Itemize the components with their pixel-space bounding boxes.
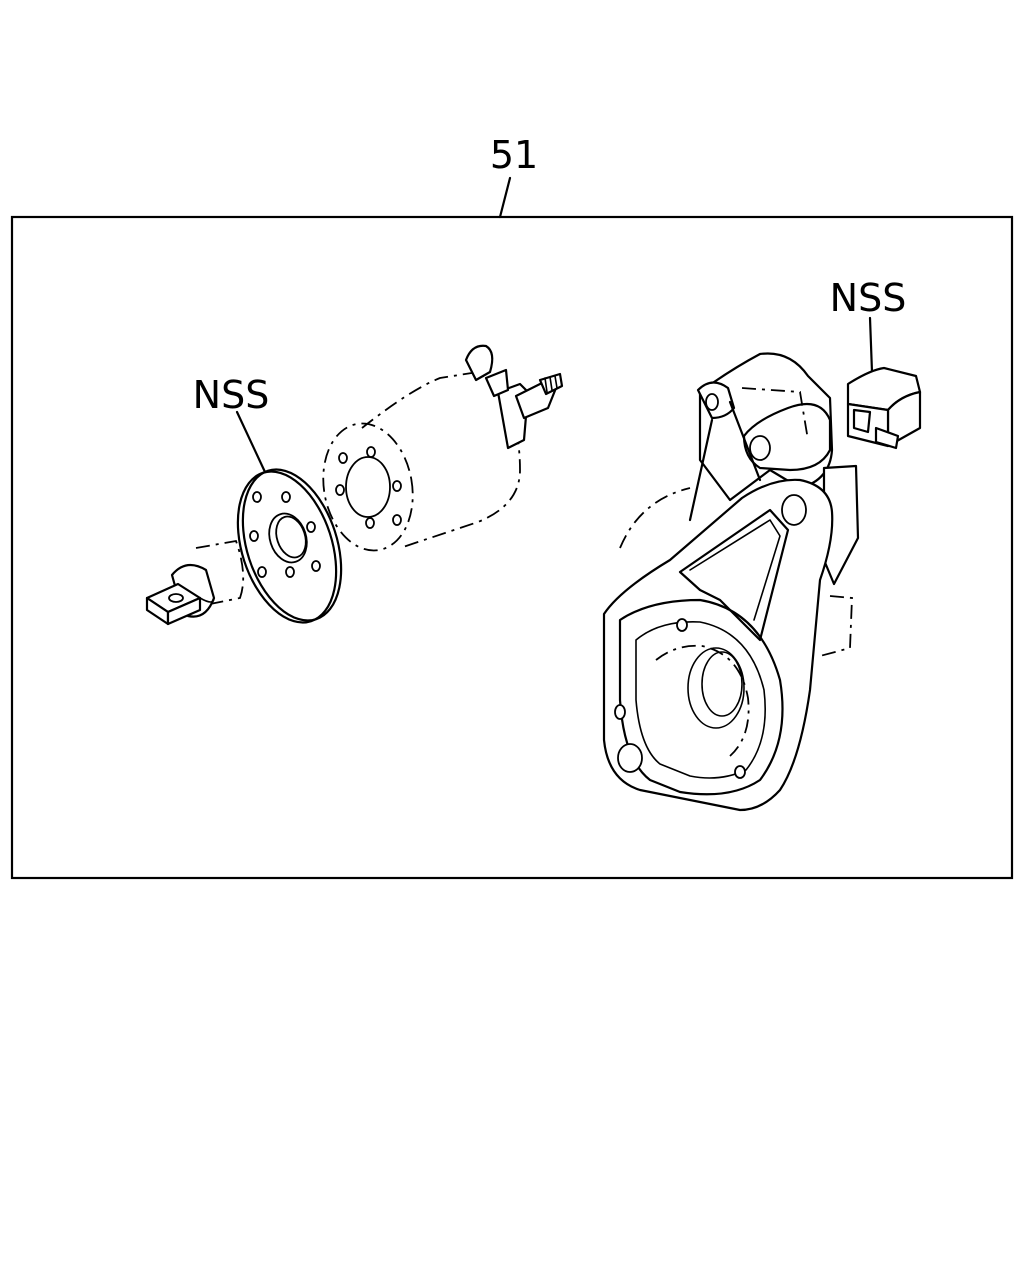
callout-nss-brush-label: NSS	[830, 276, 907, 320]
contact-plate-part	[236, 468, 343, 624]
callout-nss-plate-label: NSS	[193, 373, 270, 417]
callout-51-label: 51	[490, 133, 538, 177]
brush-part	[846, 366, 922, 450]
plunger-part	[145, 539, 245, 626]
drive-housing-part	[602, 352, 860, 812]
solenoid-switch-part	[322, 344, 564, 552]
assembly-frame	[10, 215, 1014, 880]
callout-nss-plate-leader	[235, 410, 267, 474]
callout-nss-brush-leader	[868, 316, 874, 374]
callout-51-leader	[498, 176, 512, 219]
